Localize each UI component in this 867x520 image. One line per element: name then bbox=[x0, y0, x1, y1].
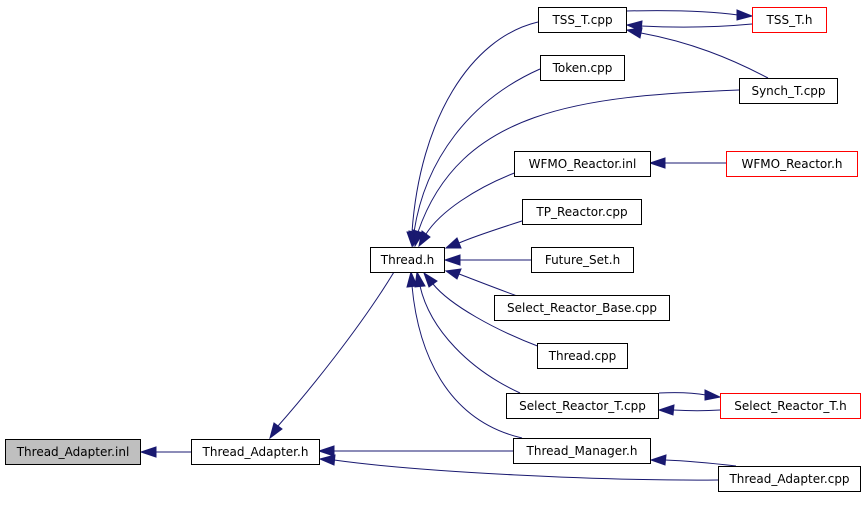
node-label: Select_Reactor_T.h bbox=[734, 399, 846, 413]
edge-tss-t-cpp-to-tss-t-h bbox=[625, 9, 754, 21]
edge-wfmo-reactor-h-to-inl bbox=[648, 157, 726, 169]
edge-wfmo-reactor-inl-to-thread-h bbox=[418, 171, 518, 248]
edge-thread-h-to-thread-adapter-h bbox=[269, 271, 395, 440]
node-wfmo-reactor-h[interactable]: WFMO_Reactor.h bbox=[726, 151, 858, 177]
node-label: WFMO_Reactor.h bbox=[742, 157, 843, 171]
node-label: Token.cpp bbox=[552, 61, 613, 75]
node-label: Thread_Adapter.inl bbox=[16, 445, 130, 459]
node-select-reactor-base-cpp[interactable]: Select_Reactor_Base.cpp bbox=[494, 295, 670, 321]
node-label: TP_Reactor.cpp bbox=[535, 205, 627, 219]
edge-tss-t-h-to-tss-t-cpp bbox=[625, 20, 753, 32]
node-tss-t-cpp[interactable]: TSS_T.cpp bbox=[538, 7, 627, 33]
edge-select-reactor-base-cpp-to-thread-h bbox=[444, 268, 521, 298]
edge-thread-manager-h-to-thread-adapter-h bbox=[317, 445, 513, 457]
node-thread-adapter-inl[interactable]: Thread_Adapter.inl bbox=[5, 439, 141, 465]
node-label: TSS_T.cpp bbox=[551, 13, 612, 27]
node-thread-adapter-h[interactable]: Thread_Adapter.h bbox=[191, 439, 320, 465]
node-thread-manager-h[interactable]: Thread_Manager.h bbox=[513, 438, 651, 464]
edge-synch-t-cpp-to-tss-t-cpp bbox=[625, 27, 769, 79]
edge-thread-cpp-to-thread-h bbox=[423, 271, 541, 348]
edge-select-reactor-t-h-to-cpp bbox=[657, 404, 721, 416]
node-select-reactor-t-h[interactable]: Select_Reactor_T.h bbox=[720, 393, 861, 419]
edge-thread-adapter-cpp-to-thread-adapter-h bbox=[318, 454, 719, 481]
node-label: Thread_Manager.h bbox=[526, 444, 638, 458]
node-label: Future_Set.h bbox=[545, 253, 620, 267]
edge-thread-adapter-h-to-inl bbox=[139, 446, 191, 458]
node-label: Select_Reactor_T.cpp bbox=[519, 399, 646, 413]
node-label: WFMO_Reactor.inl bbox=[529, 157, 637, 171]
node-synch-t-cpp[interactable]: Synch_T.cpp bbox=[739, 78, 838, 104]
node-label: Synch_T.cpp bbox=[751, 84, 825, 98]
node-label: Thread.h bbox=[380, 253, 434, 267]
node-label: Thread_Adapter.cpp bbox=[728, 472, 849, 486]
edge-tp-reactor-cpp-to-thread-h bbox=[444, 219, 526, 249]
node-tss-t-h[interactable]: TSS_T.h bbox=[752, 7, 827, 33]
edge-thread-manager-h-to-thread-h bbox=[406, 270, 523, 439]
node-token-cpp[interactable]: Token.cpp bbox=[540, 55, 625, 81]
node-label: Select_Reactor_Base.cpp bbox=[507, 301, 657, 315]
node-wfmo-reactor-inl[interactable]: WFMO_Reactor.inl bbox=[514, 151, 651, 177]
node-label: Thread_Adapter.h bbox=[202, 445, 309, 459]
node-thread-cpp[interactable]: Thread.cpp bbox=[537, 343, 628, 369]
node-future-set-h[interactable]: Future_Set.h bbox=[531, 247, 634, 273]
edge-select-reactor-t-cpp-to-thread-h bbox=[414, 270, 521, 394]
node-select-reactor-t-cpp[interactable]: Select_Reactor_T.cpp bbox=[506, 393, 659, 419]
edge-tss-t-cpp-to-thread-h bbox=[406, 21, 539, 248]
node-label: Thread.cpp bbox=[548, 349, 617, 363]
edge-thread-adapter-cpp-to-thread-manager-h bbox=[649, 454, 737, 467]
node-label: TSS_T.h bbox=[766, 13, 813, 27]
edge-synch-t-cpp-to-thread-h bbox=[412, 89, 740, 248]
edge-future-set-h-to-thread-h bbox=[443, 254, 531, 266]
node-thread-h[interactable]: Thread.h bbox=[370, 247, 445, 273]
node-tp-reactor-cpp[interactable]: TP_Reactor.cpp bbox=[522, 199, 642, 225]
edge-select-reactor-t-cpp-to-h bbox=[658, 389, 722, 401]
node-thread-adapter-cpp[interactable]: Thread_Adapter.cpp bbox=[718, 466, 861, 492]
